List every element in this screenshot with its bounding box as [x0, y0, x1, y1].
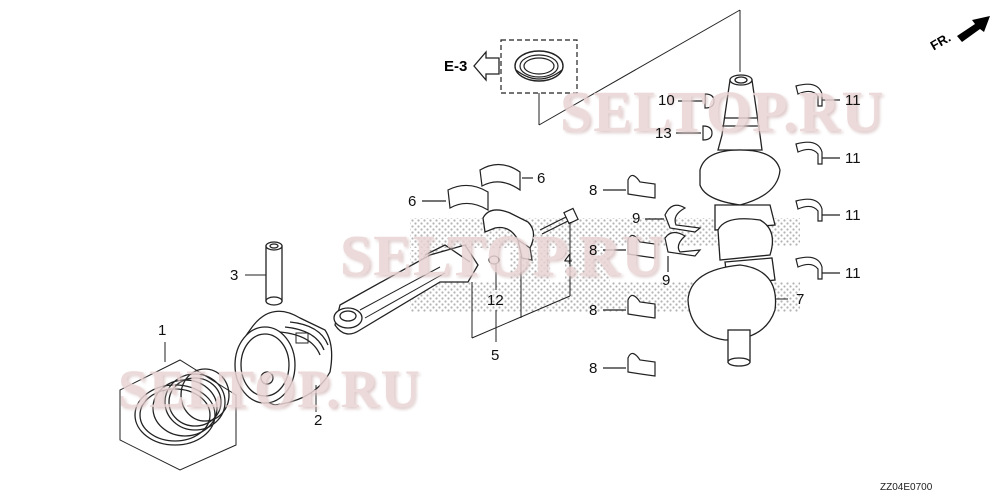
callout-11c[interactable]: 11 — [845, 207, 861, 224]
callout-6a[interactable]: 6 — [537, 170, 546, 187]
connecting-rod-bolt — [539, 207, 579, 235]
callout-11a[interactable]: 11 — [845, 92, 861, 109]
piston — [234, 310, 333, 412]
connecting-rod-cap — [482, 209, 535, 261]
callout-8d[interactable]: 8 — [589, 360, 598, 377]
watermark: SELTOP.RU — [118, 359, 421, 419]
oil-seal-group — [473, 9, 741, 126]
leader-lines — [471, 222, 571, 342]
callout-11d[interactable]: 11 — [845, 265, 861, 282]
callout-6b[interactable]: 6 — [408, 193, 417, 210]
callout-4[interactable]: 4 — [564, 251, 573, 268]
thrust-washers — [645, 204, 702, 272]
woodruff-keys — [676, 93, 715, 141]
watermark: SELTOP.RU — [340, 223, 665, 288]
callout-1[interactable]: 1 — [158, 322, 167, 339]
callout-9b[interactable]: 9 — [662, 272, 671, 289]
connecting-rod — [333, 244, 479, 335]
callout-8c[interactable]: 8 — [589, 302, 598, 319]
callout-10[interactable]: 10 — [658, 92, 675, 109]
reference-label: E-3 — [444, 58, 468, 75]
callout-7[interactable]: 7 — [796, 291, 805, 308]
callout-2[interactable]: 2 — [314, 412, 323, 429]
callout-13[interactable]: 13 — [655, 125, 672, 142]
piston-ring-set — [119, 342, 237, 471]
diagram-code: ZZ04E0700 — [880, 482, 933, 493]
main-bearing-shells-11 — [795, 83, 840, 280]
callout-8b[interactable]: 8 — [589, 242, 598, 259]
watermark: SELTOP.RU — [560, 79, 885, 144]
callout-3[interactable]: 3 — [230, 267, 239, 284]
rod-bearing-shells — [422, 163, 533, 212]
callout-9a[interactable]: 9 — [632, 210, 641, 227]
front-direction-arrow-icon — [957, 16, 990, 42]
main-bearing-shells-8 — [603, 174, 656, 377]
callout-12[interactable]: 12 — [487, 292, 504, 309]
callout-5[interactable]: 5 — [491, 347, 500, 364]
dowel-pin — [488, 255, 500, 265]
crankshaft — [687, 74, 788, 367]
piston-pin — [245, 241, 283, 306]
callout-11b[interactable]: 11 — [845, 150, 861, 167]
callout-8a[interactable]: 8 — [589, 182, 598, 199]
